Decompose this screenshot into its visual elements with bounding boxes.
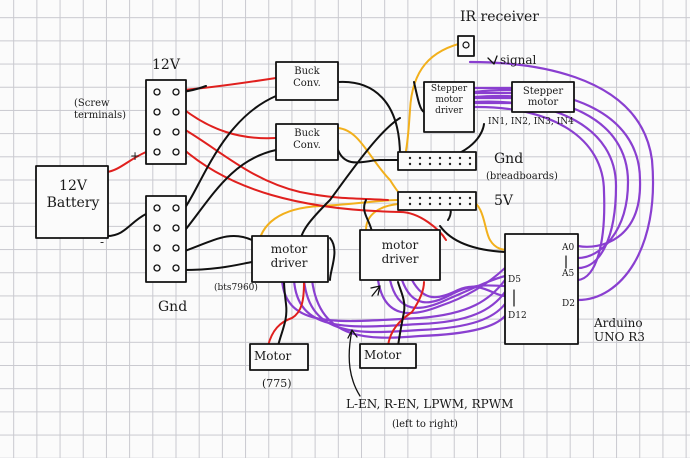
annotation-arrows bbox=[347, 55, 498, 397]
terminal-12v-box bbox=[145, 79, 187, 165]
breadboard-gnd-box bbox=[397, 151, 477, 171]
arduino-label: Arduino UNO R3 bbox=[594, 316, 645, 345]
pin-d2-label: D2 bbox=[562, 299, 575, 309]
pwm-note-label: (left to right) bbox=[392, 419, 458, 430]
pin-a5-label: A5 bbox=[562, 269, 575, 279]
motor-driver-1-box bbox=[251, 235, 329, 283]
battery-label: 12V Battery bbox=[46, 178, 100, 211]
five-volt-label: 5V bbox=[494, 193, 514, 209]
breadboard-5v-box bbox=[397, 191, 477, 211]
gnd-terminal-label: Gnd bbox=[158, 299, 188, 315]
motor-driver-2-box bbox=[359, 229, 441, 281]
screw-terminals-label: (Screw terminals) bbox=[74, 98, 127, 121]
buck-converter-2-label: Buck Conv. bbox=[293, 128, 321, 151]
pwm-pins-label: L-EN, R-EN, LPWM, RPWM bbox=[346, 397, 514, 411]
stepper-pins-label: IN1, IN2, IN3, IN4 bbox=[488, 117, 574, 127]
screw-terminals bbox=[153, 88, 180, 272]
buck-converter-2-box bbox=[275, 123, 339, 161]
ir-receiver-box bbox=[457, 35, 475, 57]
motor-1-label: Motor bbox=[254, 349, 292, 363]
ir-receiver-label: IR receiver bbox=[460, 9, 539, 25]
buck-converter-1-label: Buck Conv. bbox=[293, 66, 321, 89]
pin-d12-label: D12 bbox=[508, 311, 527, 321]
label-12v: 12V bbox=[152, 57, 180, 73]
bts7960-label: (bts7960) bbox=[214, 283, 258, 293]
motor-driver-1-label: motor driver bbox=[270, 242, 308, 271]
gnd-breadboard-label: Gnd bbox=[494, 151, 524, 167]
motor-driver-2-label: motor driver bbox=[381, 238, 419, 267]
buck-converter-1-box bbox=[275, 61, 339, 101]
stepper-driver-box bbox=[423, 81, 475, 133]
positive-wires bbox=[106, 77, 447, 347]
motor-2-box bbox=[359, 343, 417, 369]
component-boxes bbox=[35, 35, 579, 371]
ir-sensor-dome bbox=[462, 41, 470, 49]
stepper-motor-label: Stepper motor bbox=[522, 86, 564, 108]
signal-label: signal bbox=[500, 53, 537, 67]
battery-box bbox=[35, 165, 109, 239]
motor-2-label: Motor bbox=[364, 348, 402, 362]
stepper-motor-box bbox=[511, 81, 575, 113]
pin-d5-label: D5 bbox=[508, 275, 521, 285]
motor-model-label: (775) bbox=[262, 377, 292, 390]
battery-plus-label: + bbox=[130, 149, 141, 163]
breadboard-holes bbox=[408, 156, 472, 206]
battery-minus-label: - bbox=[100, 235, 105, 249]
stepper-driver-label: Stepper motor driver bbox=[430, 84, 468, 116]
terminal-gnd-box bbox=[145, 195, 187, 283]
motor-1-box bbox=[249, 343, 309, 371]
pin-a0-label: A0 bbox=[562, 243, 575, 253]
breadboards-label: (breadboards) bbox=[486, 171, 558, 182]
arduino-box bbox=[504, 233, 579, 345]
